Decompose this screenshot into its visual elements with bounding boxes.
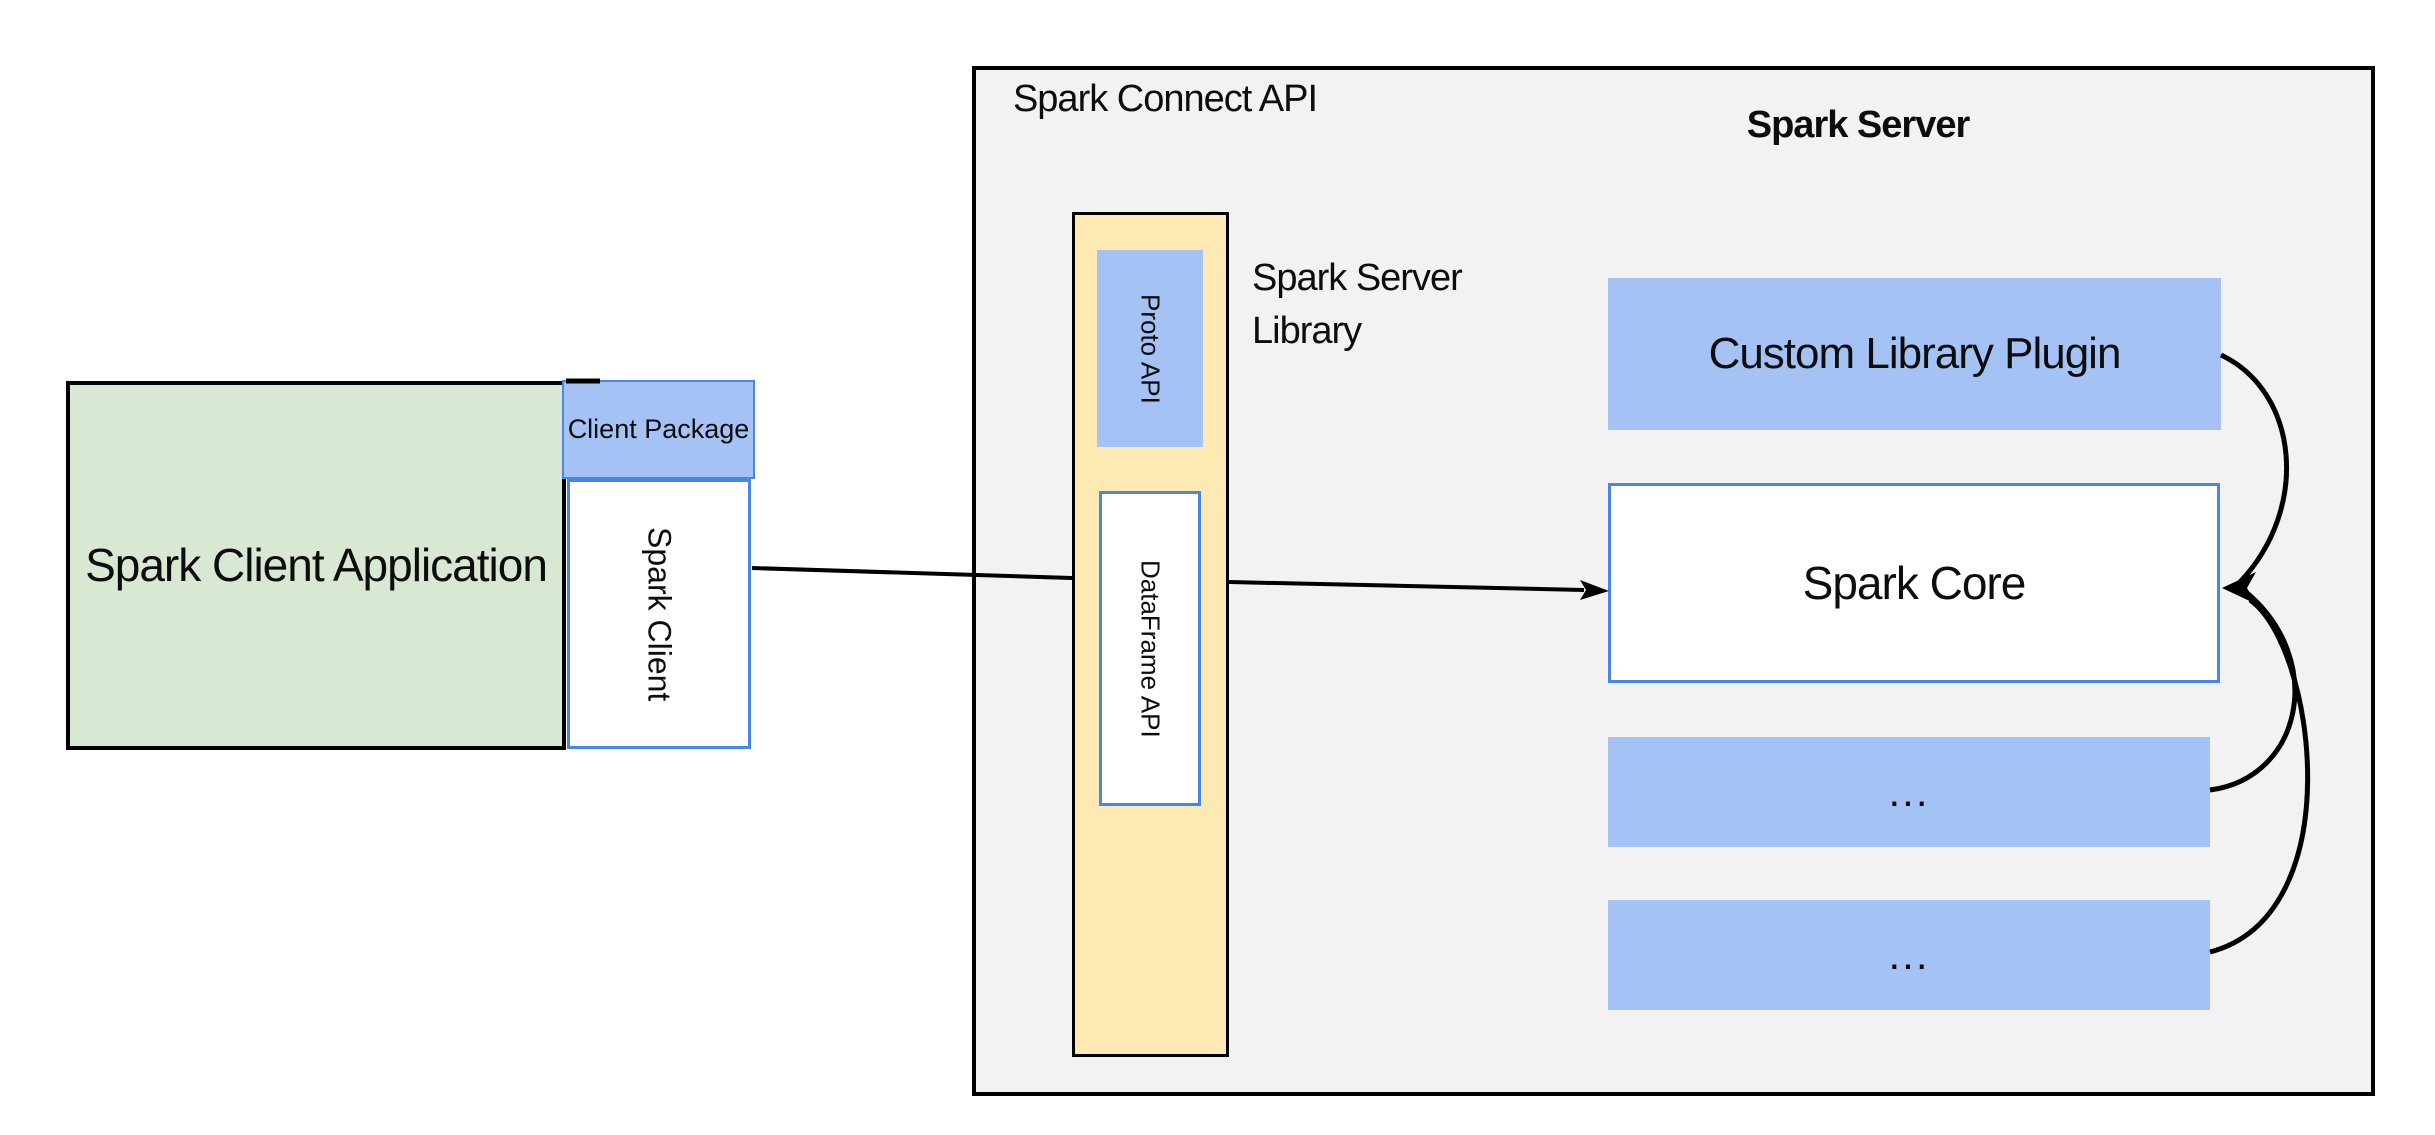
custom-library-plugin-box: Custom Library Plugin	[1608, 278, 2221, 430]
custom-library-plugin-label: Custom Library Plugin	[1708, 329, 2122, 378]
spark-core-box: Spark Core	[1608, 483, 2220, 683]
plugin-placeholder-2-label: ...	[1888, 931, 1930, 978]
client-package-box: Client Package	[562, 380, 755, 479]
proto-api-box: Proto API	[1097, 250, 1203, 447]
spark-client-application-box: Spark Client Application	[66, 381, 566, 750]
spark-server-title: Spark Server	[1746, 104, 1971, 146]
dataframe-api-box: DataFrame API	[1099, 491, 1201, 806]
spark-client-label: Spark Client	[641, 526, 678, 702]
plugin-placeholder-box-2: ...	[1608, 900, 2210, 1010]
spark-core-label: Spark Core	[1802, 557, 2027, 609]
spark-connect-api-label: Spark Connect API	[1012, 78, 1318, 120]
plugin-placeholder-1-label: ...	[1888, 768, 1930, 815]
client-package-label: Client Package	[567, 414, 750, 444]
proto-api-label: Proto API	[1135, 293, 1166, 404]
plugin-placeholder-box-1: ...	[1608, 737, 2210, 847]
spark-client-application-label: Spark Client Application	[85, 539, 548, 591]
spark-client-box: Spark Client	[567, 479, 751, 749]
dataframe-api-label: DataFrame API	[1135, 559, 1166, 738]
spark-server-library-label: Spark Server Library	[1252, 257, 1463, 352]
